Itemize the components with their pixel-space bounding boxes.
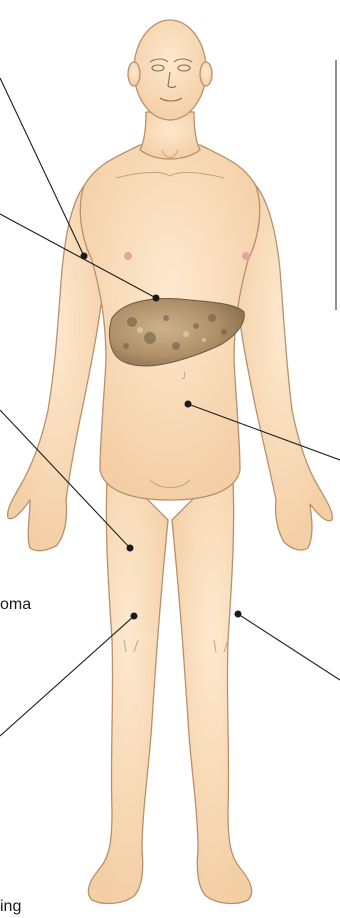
callout-dot-abdomen (185, 401, 192, 408)
left-nipple (124, 252, 132, 260)
callout-dot-left-knee (131, 613, 138, 620)
callout-dot-thigh (127, 545, 134, 552)
callout-dot-liver (153, 295, 160, 302)
right-nipple (242, 252, 250, 260)
callout-dot-right-knee (235, 611, 242, 618)
leader-line-arm (0, 78, 84, 256)
leader-line-right-knee (238, 614, 340, 680)
truncated-label-ing: ing (0, 898, 21, 916)
body-silhouette (8, 20, 333, 903)
truncated-label-oma: oma (0, 596, 31, 614)
callout-dot-arm (81, 253, 88, 260)
